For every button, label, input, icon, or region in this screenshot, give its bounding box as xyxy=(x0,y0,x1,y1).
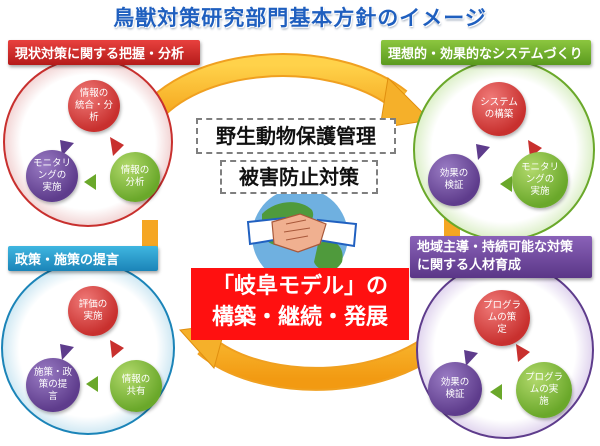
mini-arrow-red xyxy=(110,137,124,156)
node-monitoring: モニタリ ングの 実施 xyxy=(26,150,78,202)
node-evaluation: 評価の 実施 xyxy=(68,286,118,336)
header-top-left: 現状対策に関する把握・分析 xyxy=(8,40,200,65)
gifu-model-subtitle: 構築・継続・発展 xyxy=(211,305,388,330)
page-title: 鳥獣対策研究部門基本方針のイメージ xyxy=(113,6,487,30)
node-program-implementation: プログラ ムの実 施 xyxy=(516,362,572,418)
node-policy-proposal: 施策・政 策の提 言 xyxy=(26,358,80,412)
node-effect-verification: 効果の 検証 xyxy=(428,362,482,416)
gifu-model-box: 「岐阜モデル」の 構築・継続・発展 xyxy=(191,268,409,340)
header-bottom-left: 政策・施策の提言 xyxy=(8,246,158,271)
handshake-icon xyxy=(246,213,358,253)
node-effect-verification: 効果の 検証 xyxy=(428,154,480,206)
node-info-integration: 情報の 統合・分 析 xyxy=(68,80,120,132)
mini-arrows-bottom-right xyxy=(464,344,530,400)
header-top-right: 理想的・効果的なシステムづくり xyxy=(381,40,591,65)
header-bottom-right: 地域主導・持続可能な対策 に関する人材育成 xyxy=(410,236,592,278)
mini-arrows-bottom-left xyxy=(60,340,124,392)
node-system-build: システム の構築 xyxy=(472,82,526,136)
node-program-planning: プログラ ムの策 定 xyxy=(474,290,530,346)
node-info-sharing: 情報の 共有 xyxy=(110,360,162,412)
mini-arrow-green xyxy=(84,174,96,190)
center-box-damage-prevention: 被害防止対策 xyxy=(220,160,378,194)
center-box-wildlife-management: 野生動物保護管理 xyxy=(196,118,396,154)
mini-arrows-top-left xyxy=(60,137,124,190)
node-info-analysis: 情報の 分析 xyxy=(110,152,160,202)
gifu-model-title: 「岐阜モデル」の xyxy=(211,274,388,299)
node-monitoring: モニタリ ングの 実施 xyxy=(512,152,568,208)
